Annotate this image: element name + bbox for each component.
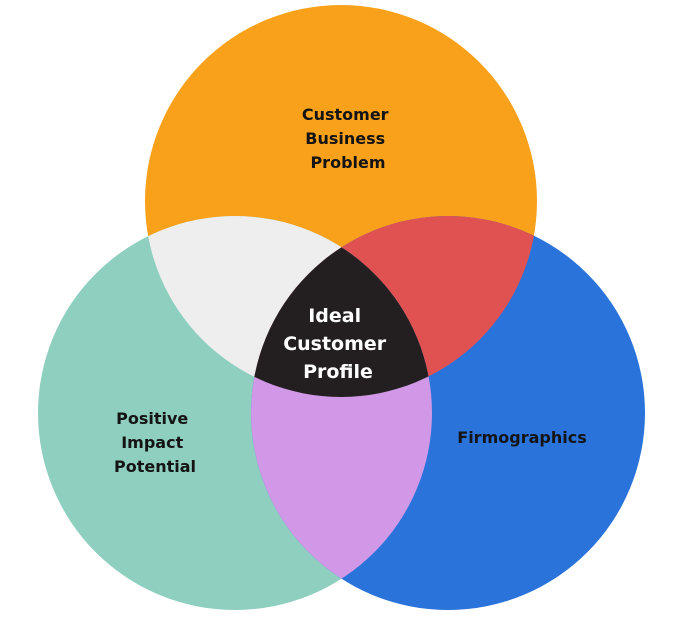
overlap-center	[251, 216, 432, 397]
label-firmographics: Firmographics	[457, 428, 586, 447]
label-ideal-customer-profile: Ideal Customer Profile	[283, 305, 393, 383]
label-positive-impact-potential: Positive Impact Potential	[114, 409, 196, 476]
label-customer-business-problem: Customer Business Problem	[302, 105, 394, 172]
